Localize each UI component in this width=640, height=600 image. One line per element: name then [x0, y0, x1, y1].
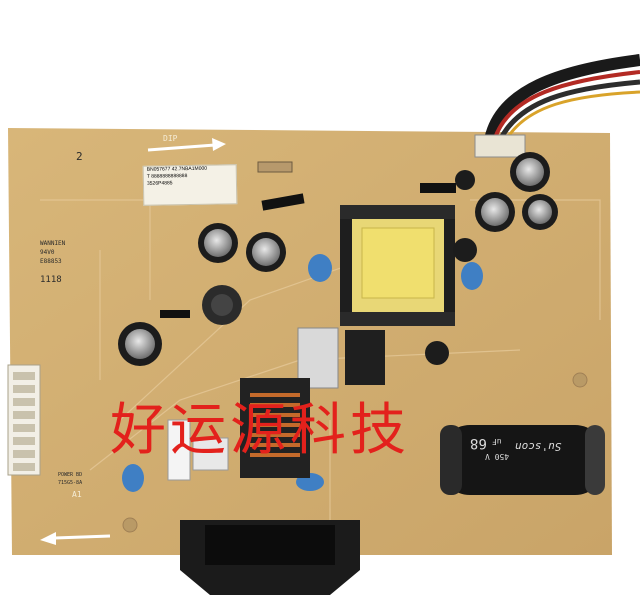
- silkscreen-bottom-label: A1: [72, 490, 82, 499]
- marking-bottom-left-1: POWER BD: [58, 472, 83, 478]
- marking-bottom-left-2: 715G5-8A: [58, 480, 83, 486]
- sticker-line: 3526P4885: [146, 180, 173, 187]
- bulk-capacitor: [440, 425, 605, 495]
- wire-connector-left: [7, 364, 41, 476]
- watermark-text: 好运源科技: [110, 398, 410, 463]
- capacitor-group-top-right: [453, 152, 558, 262]
- marking-left-2: 94V0: [40, 249, 55, 256]
- common-mode-choke: [240, 378, 310, 478]
- diodes: [160, 161, 456, 318]
- fuse: [167, 419, 191, 481]
- inductor: [202, 285, 242, 325]
- arrow-bottom: [40, 532, 111, 545]
- ac-power-inlet: [180, 520, 360, 595]
- marking-left-4: 1118: [40, 275, 62, 285]
- mount-hole: [572, 372, 588, 388]
- arrow-top: [147, 138, 226, 152]
- thermistor-block: [192, 437, 229, 471]
- capacitor-group-center-left: [118, 223, 449, 366]
- corner-number: 2: [76, 150, 83, 163]
- marking-left-3: E88853: [40, 258, 62, 265]
- marking-left-1: WANNIEN: [40, 240, 66, 247]
- wire-bundle: [474, 54, 640, 158]
- mount-hole: [122, 517, 138, 533]
- silkscreen-top-label: DIP: [163, 134, 178, 143]
- board-sticker: BN057677 42.7NBA1M000 T 8888888888888 35…: [142, 164, 238, 206]
- transformer: [340, 205, 455, 326]
